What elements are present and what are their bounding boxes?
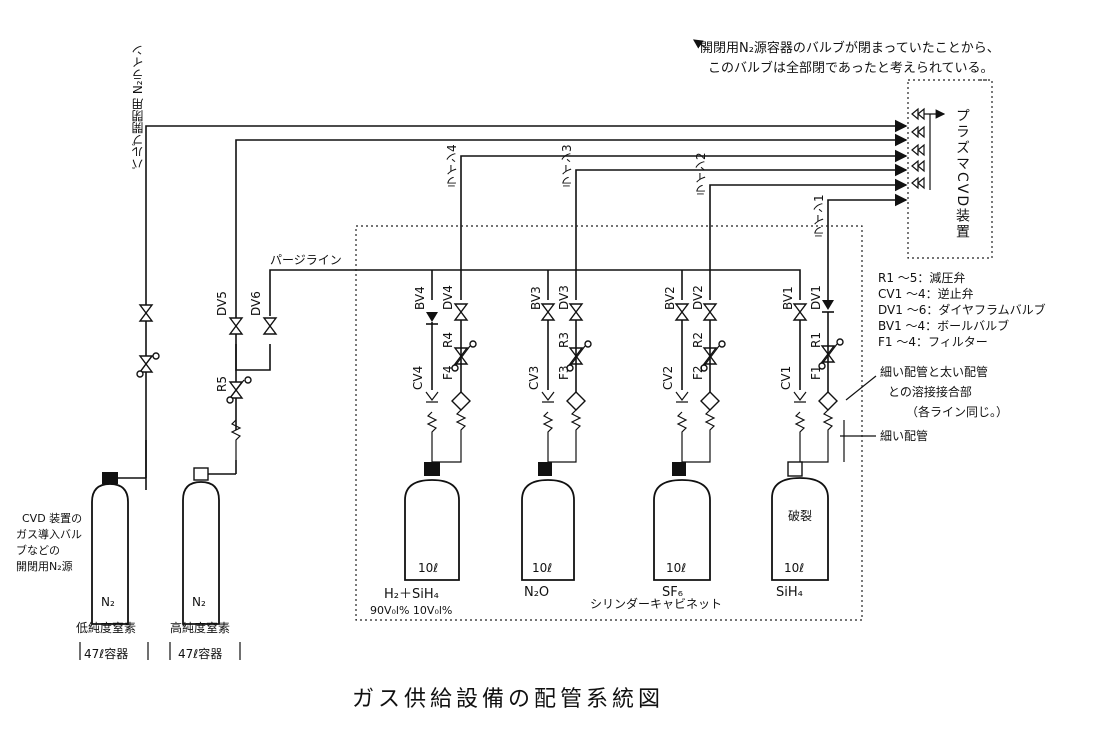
legend-dv: DV1 ～6：ダイヤフラムバルブ (878, 302, 1046, 317)
cyl3-volume: 10ℓ (532, 561, 552, 575)
dv2-label: DV2 (691, 285, 705, 310)
n2-line-label: バルブ開閉用 N₂ライン (131, 44, 145, 170)
line-label-4: ライン4 (445, 144, 459, 188)
cyl2-volume: 10ℓ (666, 561, 686, 575)
f1-label: F1 (809, 365, 823, 380)
r3-label: R3 (557, 332, 571, 348)
line-4-components (404, 303, 477, 581)
cvd-equipment-box (907, 79, 993, 259)
n2-low-container: 47ℓ容器 (84, 646, 128, 661)
weld-note-3: （各ライン同じ。） (906, 404, 1008, 419)
n2-high-label: N₂ (192, 595, 206, 609)
cyl1-broken: 破裂 (788, 508, 812, 523)
legend-cv: CV1 ～4：逆止弁 (878, 286, 974, 301)
line-3-components (521, 303, 592, 581)
n2-low-desc-4: 開閉用N₂源 (16, 559, 73, 573)
legend-r: R1 ～5：減圧弁 (878, 270, 965, 285)
n2-low-desc-2: ガス導入バル (16, 527, 82, 541)
bv1-label: BV1 (781, 286, 795, 310)
cabinet-label: シリンダーキャビネット (590, 596, 722, 611)
dv5-label: DV5 (215, 291, 229, 316)
diagram-title: ガス供給設備の配管系統図 (352, 687, 664, 712)
r1-label: R1 (809, 332, 823, 348)
thin-pipe-bracket (840, 420, 876, 462)
cyl4-composition: 90V₀l% 10V₀l% (370, 604, 452, 617)
n2-low-desc-1: CVD 装置の (22, 512, 82, 525)
purge-line-label: パージライン (270, 253, 342, 267)
cv3-label: CV3 (527, 366, 541, 390)
cyl4-volume: 10ℓ (418, 561, 438, 575)
n2-cylinder-low (91, 440, 147, 625)
line-label-2: ライン2 (694, 152, 708, 196)
dv3-label: DV3 (557, 285, 571, 310)
pipe-network (145, 119, 908, 490)
weld-pointer (845, 375, 877, 401)
thin-pipe-note: 細い配管 (880, 428, 928, 443)
cv4-label: CV4 (411, 366, 425, 390)
n2-cylinder-high (182, 460, 237, 625)
dv4-label: DV4 (441, 285, 455, 310)
cyl1-volume: 10ℓ (784, 561, 804, 575)
n2-high-purity: 高純度窒素 (170, 620, 230, 635)
bv4-label: BV4 (413, 286, 427, 310)
f2-label: F2 (691, 365, 705, 380)
line-label-1: ライン1 (812, 194, 826, 238)
dv1-label: DV1 (809, 285, 823, 310)
legend-bv: BV1 ～4：ボールバルブ (878, 318, 1009, 333)
line-2-components (653, 303, 726, 581)
cyl3-gas: N₂O (524, 585, 549, 600)
cyl2-gas: SF₆ (662, 585, 683, 600)
f4-label: F4 (441, 365, 455, 380)
line-1-components (771, 300, 844, 581)
cv2-label: CV2 (661, 366, 675, 390)
dv6-label: DV6 (249, 291, 263, 316)
weld-note-1: 細い配管と太い配管 (880, 364, 988, 379)
cyl1-gas: SiH₄ (776, 585, 803, 600)
n2-line-valves (136, 304, 160, 378)
n2-low-label: N₂ (101, 595, 115, 609)
f3-label: F3 (557, 365, 571, 380)
equipment-inlet-valves (911, 107, 946, 190)
line-label-3: ライン3 (560, 144, 574, 188)
note-line-2: このバルブは全部閉であったと考えられている。 (708, 60, 993, 76)
weld-note-2: との溶接接合部 (888, 384, 972, 399)
bv2-label: BV2 (663, 286, 677, 310)
legend-f: F1 ～4：フィルター (878, 335, 988, 349)
cv1-label: CV1 (779, 366, 793, 390)
dv5-dv6-r5-valves (226, 317, 278, 460)
note-line-1: 開閉用N₂源容器のバルブが閉まっていたことから、 (700, 40, 1000, 56)
r4-label: R4 (441, 332, 455, 348)
n2-low-desc-3: ブなどの (16, 543, 60, 557)
cvd-equipment-label: プラズマCVD装置 (954, 108, 970, 240)
n2-high-container: 47ℓ容器 (178, 646, 222, 661)
r5-label: R5 (215, 376, 229, 392)
cyl4-gas: H₂＋SiH₄ (384, 587, 439, 602)
bv3-label: BV3 (529, 286, 543, 310)
note-arrow (693, 39, 707, 49)
n2-low-purity: 低純度窒素 (76, 620, 136, 635)
r2-label: R2 (691, 332, 705, 348)
